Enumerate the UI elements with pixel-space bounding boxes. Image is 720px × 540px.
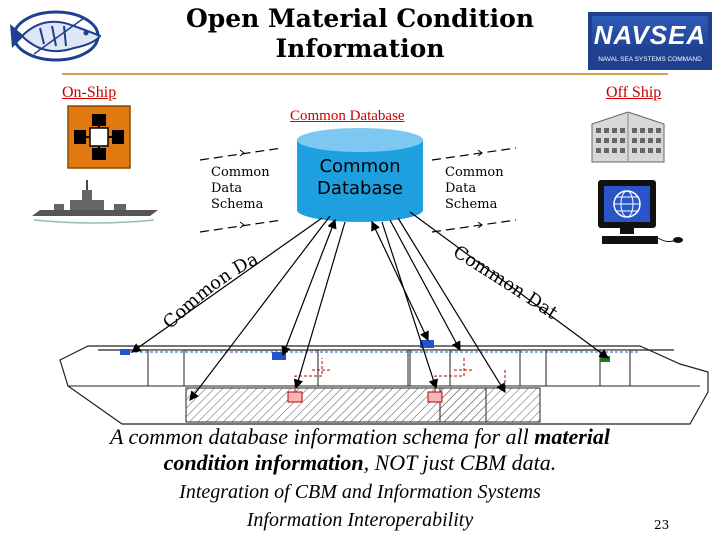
page-number: 23 (654, 518, 670, 532)
caption-line-2-text: , NOT just CBM data. (363, 450, 557, 475)
on-ship-label[interactable]: On-Ship (62, 84, 117, 101)
schema-right-dashes (431, 147, 517, 233)
common-database-link[interactable]: Common Database (290, 108, 405, 124)
caption-line-2-bold: condition information (163, 450, 364, 475)
caption-line-1-bold: material (534, 424, 611, 449)
title-divider (62, 73, 668, 75)
caption-line-2: condition information, NOT just CBM data… (20, 450, 700, 476)
schema-left-dashes (199, 147, 283, 233)
fish-logo-icon (10, 10, 102, 62)
warship-icon (32, 180, 158, 224)
curved-schema-right: Common Data Schema (0, 0, 562, 324)
schema-right-label: Common Data Schema (445, 165, 504, 212)
caption-line-4: Information Interoperability (246, 509, 474, 531)
navsea-logo-text: NAVSEA (593, 20, 707, 50)
office-building-icon (591, 111, 665, 163)
common-database-cylinder[interactable] (297, 128, 423, 222)
navsea-logo-icon: NAVSEA NAVAL SEA SYSTEMS COMMAND (588, 12, 712, 70)
off-ship-label[interactable]: Off Ship (606, 84, 662, 101)
caption-line-1-text: A common database information schema for… (109, 424, 535, 449)
navsea-logo-subtext: NAVAL SEA SYSTEMS COMMAND (598, 56, 702, 63)
cylinder-label: Common Database (317, 156, 403, 199)
caption-line-3: Integration of CBM and Information Syste… (179, 481, 541, 503)
computer-icon (598, 180, 683, 244)
caption-line-1: A common database information schema for… (20, 424, 700, 450)
data-flow-arrows (131, 211, 609, 401)
slide-title: Open Material Condition Information (185, 4, 535, 63)
curved-schema-left: Common Data Schema (0, 0, 262, 333)
ship-systems-icon (67, 105, 131, 169)
deck-indicators (120, 340, 640, 362)
schema-left-label: Common Data Schema (211, 165, 270, 212)
